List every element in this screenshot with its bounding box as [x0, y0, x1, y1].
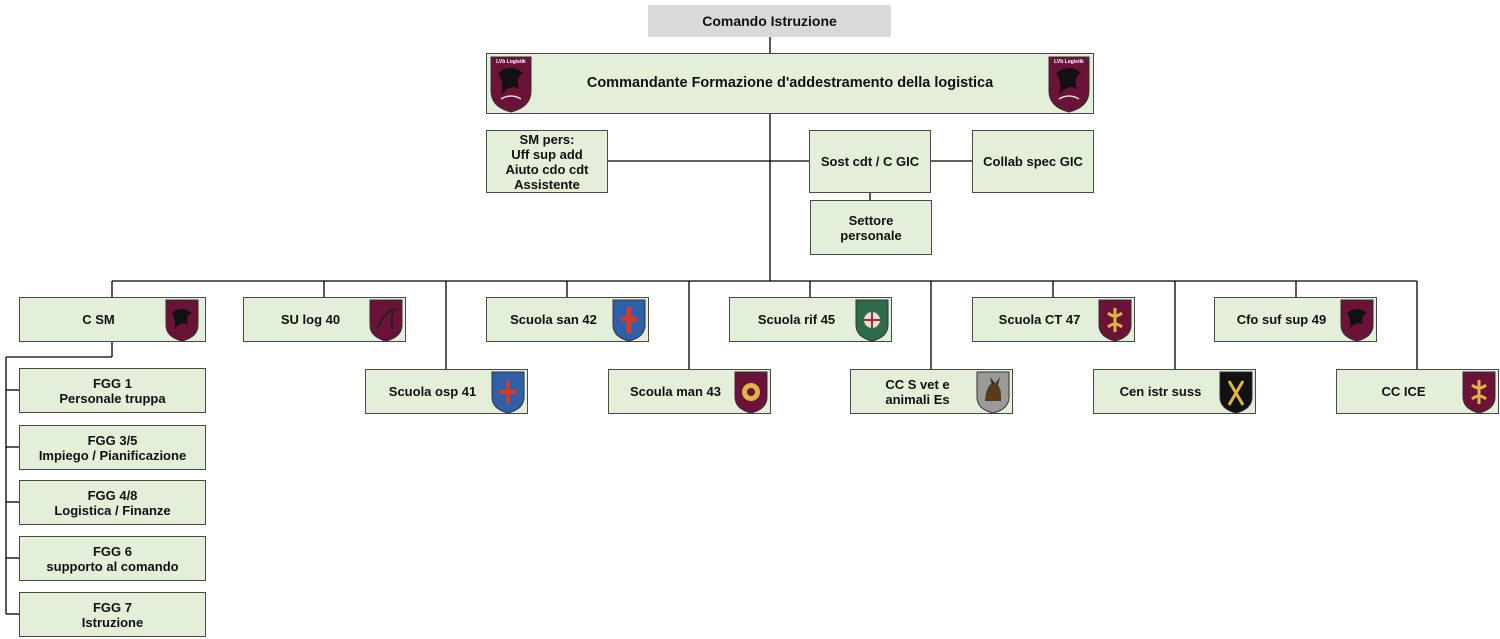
suss-badge-icon	[1219, 371, 1253, 414]
fgg-3-5-label: FGG 3/5 Impiego / Pianificazione	[38, 432, 187, 463]
fgg-1-label: FGG 1 Personale truppa	[59, 375, 166, 406]
fgg-6-label: FGG 6 supporto al comando	[46, 543, 179, 574]
su-log-40-box: SU log 40	[243, 297, 406, 342]
ct-badge-icon	[1098, 299, 1132, 342]
collab-spec-box: Collab spec GIC	[972, 130, 1094, 193]
fgg-4-8-label: FGG 4/8 Logistica / Finanze	[54, 487, 171, 518]
sm-pers-box: SM pers: Uff sup add Aiuto cdo cdt Assis…	[486, 130, 608, 193]
ice-badge-icon	[1462, 371, 1496, 414]
collab-spec-label: Collab spec GIC	[983, 154, 1083, 169]
logistik-badge-icon	[1340, 299, 1374, 342]
sost-cdt-box: Sost cdt / C GIC	[809, 130, 931, 193]
logistik-badge-icon	[165, 299, 199, 342]
cfo-suf-sup-49-label: Cfo suf sup 49	[1236, 312, 1327, 327]
cc-s-vet-label: CC S vet e animali Es	[885, 376, 950, 407]
c-sm-box: C SM	[19, 297, 206, 342]
osp-badge-icon	[491, 371, 525, 414]
scoula-man-43-box: Scoula man 43	[608, 369, 771, 414]
fgg-4-8-box: FGG 4/8 Logistica / Finanze	[19, 480, 206, 525]
san-badge-icon	[612, 299, 646, 342]
cen-istr-suss-label: Cen istr suss	[1119, 384, 1202, 399]
scuola-san-42-box: Scuola san 42	[486, 297, 649, 342]
comando-istruzione-box: Comando Istruzione	[648, 5, 891, 37]
sm-pers-label: SM pers: Uff sup add Aiuto cdo cdt Assis…	[505, 131, 589, 192]
su-log-badge-icon	[369, 299, 403, 342]
svg-text:LVb Logistik: LVb Logistik	[1054, 59, 1084, 65]
fgg-3-5-box: FGG 3/5 Impiego / Pianificazione	[19, 425, 206, 470]
fgg-1-box: FGG 1 Personale truppa	[19, 368, 206, 413]
scuola-rif-45-box: Scuola rif 45	[729, 297, 892, 342]
comando-istruzione-label: Comando Istruzione	[702, 12, 837, 29]
cc-ice-box: CC ICE	[1336, 369, 1499, 414]
fgg-7-box: FGG 7 Istruzione	[19, 592, 206, 637]
cfo-suf-sup-49-box: Cfo suf sup 49	[1214, 297, 1377, 342]
fgg-6-box: FGG 6 supporto al comando	[19, 536, 206, 581]
vet-badge-icon	[976, 371, 1010, 414]
cc-s-vet-box: CC S vet e animali Es	[850, 369, 1013, 414]
scuola-ct-47-label: Scuola CT 47	[998, 312, 1081, 327]
scuola-san-42-label: Scuola san 42	[510, 312, 597, 327]
logistik-badge-icon: LVb Logistik	[1048, 56, 1090, 113]
rif-badge-icon	[855, 299, 889, 342]
logistik-badge-icon: LVb Logistik	[490, 56, 532, 113]
svg-text:LVb Logistik: LVb Logistik	[496, 59, 526, 65]
sost-cdt-label: Sost cdt / C GIC	[820, 154, 920, 169]
su-log-40-label: SU log 40	[280, 312, 341, 327]
scuola-osp-41-box: Scuola osp 41	[365, 369, 528, 414]
commander-label: Commandante Formazione d'addestramento d…	[586, 75, 994, 91]
cc-ice-label: CC ICE	[1381, 384, 1426, 399]
fgg-7-label: FGG 7 Istruzione	[81, 599, 144, 630]
scuola-osp-41-label: Scuola osp 41	[388, 384, 477, 399]
settore-personale-label: Settore personale	[840, 212, 902, 243]
commander-box: LVb Logistik Commandante Formazione d'ad…	[486, 53, 1094, 114]
c-sm-label: C SM	[82, 312, 115, 327]
settore-personale-box: Settore personale	[810, 200, 932, 255]
scoula-man-43-label: Scoula man 43	[629, 384, 722, 399]
cen-istr-suss-box: Cen istr suss	[1093, 369, 1256, 414]
man-badge-icon	[734, 371, 768, 414]
scuola-ct-47-box: Scuola CT 47	[972, 297, 1135, 342]
scuola-rif-45-label: Scuola rif 45	[757, 312, 836, 327]
